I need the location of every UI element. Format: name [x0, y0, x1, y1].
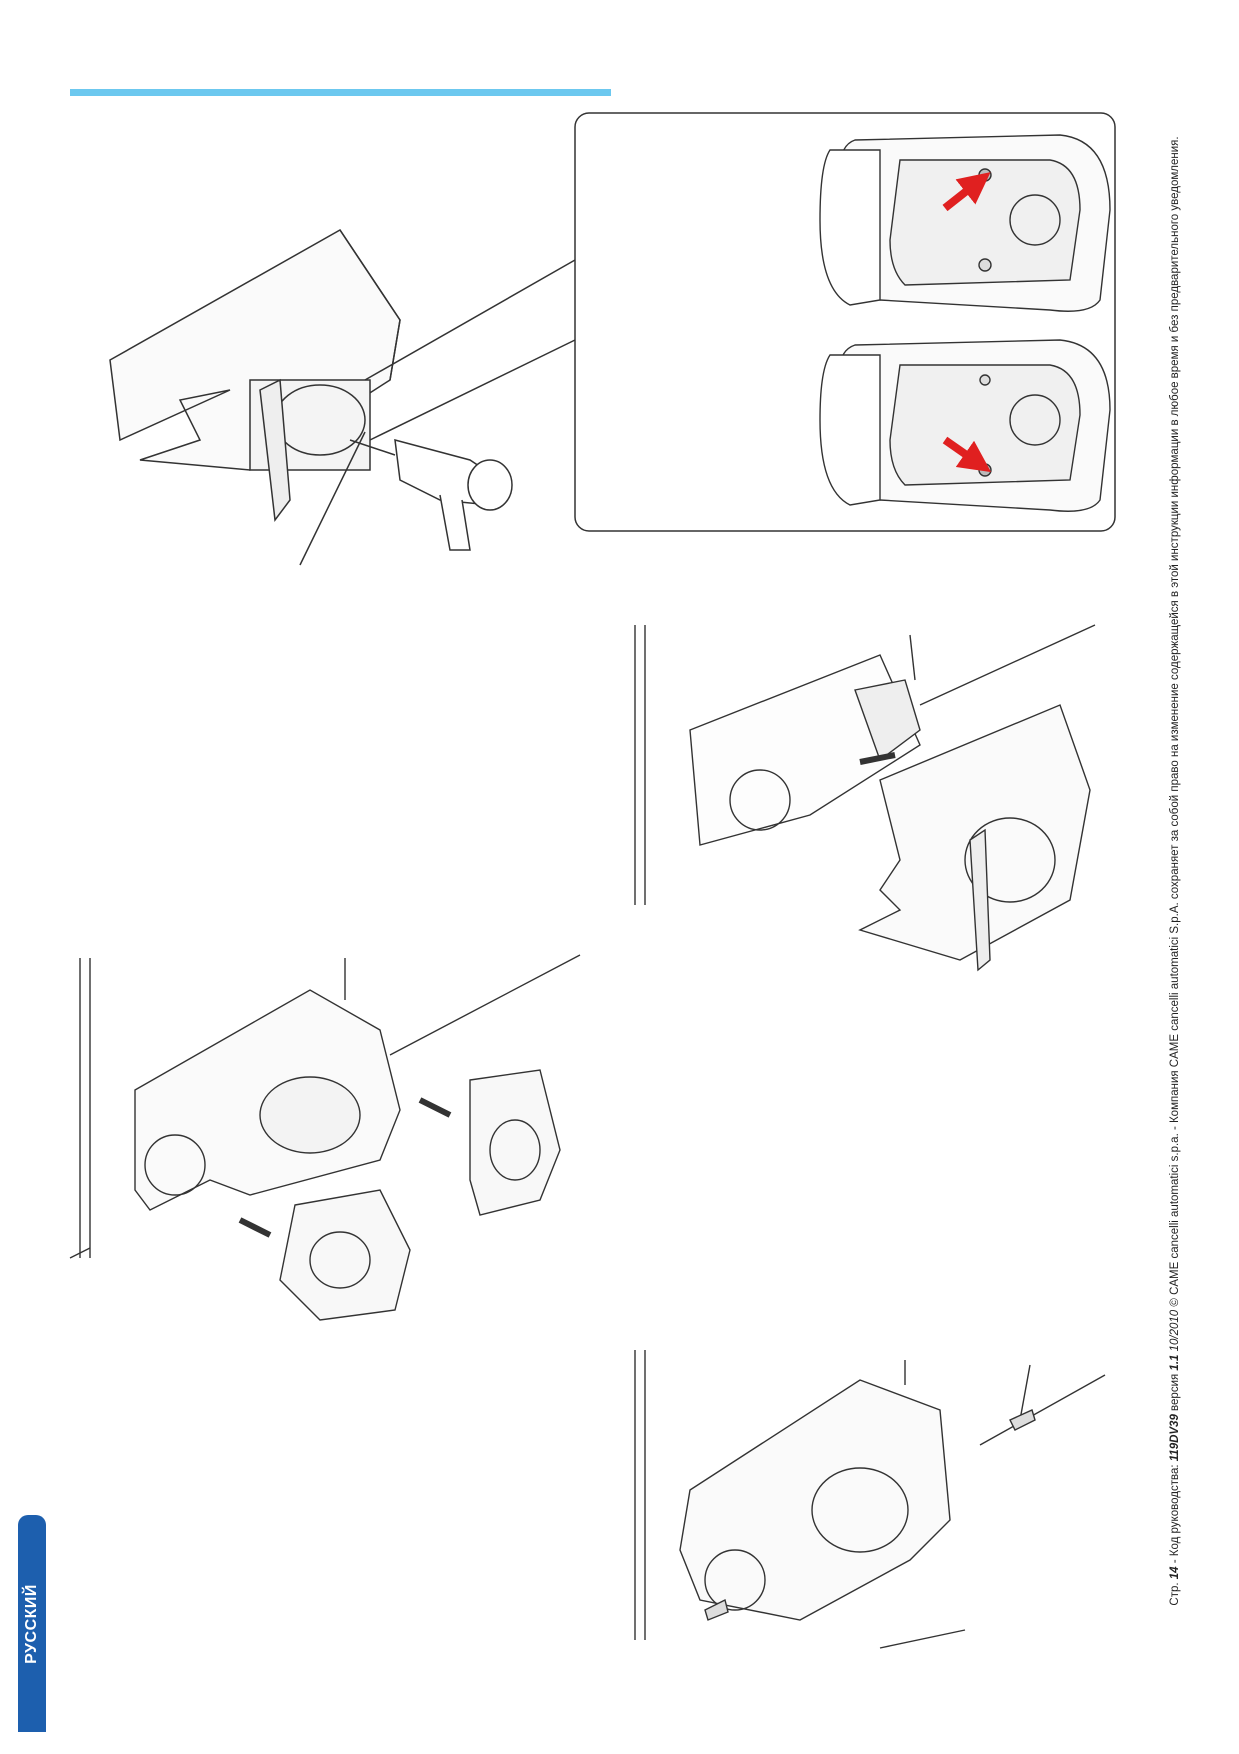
figure-fitting-cover: [634, 624, 1096, 972]
figure-end-covers: [69, 954, 581, 1321]
figure-drilling: [109, 229, 576, 566]
section-accent-bar: [70, 89, 611, 96]
detail-box: [574, 112, 1116, 532]
figure-fixing-screws: [634, 1350, 1106, 1649]
detail-cover-open-bottom: [819, 339, 1111, 512]
detail-cover-open-top: [819, 134, 1111, 312]
drill-icon: [349, 438, 513, 551]
language-tab: [18, 1515, 46, 1732]
